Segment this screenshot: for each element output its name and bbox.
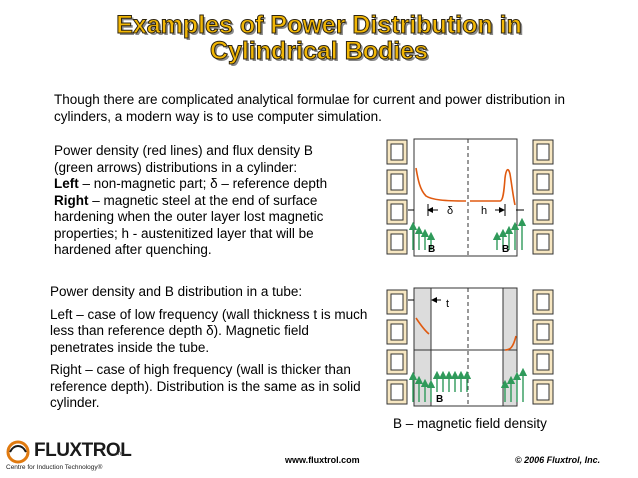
slide-title-line2: Cylindrical Bodies [209, 37, 429, 65]
power-curve-right [470, 168, 516, 206]
left-label: Left [54, 176, 79, 191]
logo-word: FLUXTROL [34, 440, 132, 461]
slide-title-line1: Examples of Power Distribution in [116, 11, 523, 39]
tube-left-case: Left – case of low frequency (wall thick… [50, 306, 368, 355]
tube-power-curve-left [415, 317, 430, 335]
slide-title: Examples of Power Distribution in Cylind… [40, 11, 598, 65]
cylinder-description: Power density (red lines) and flux densi… [54, 143, 354, 259]
flux-arrows-tube-left [408, 370, 472, 402]
tube-power-curve-right [504, 335, 517, 351]
t-label: t [446, 298, 449, 310]
flux-arrows-tube-right [500, 367, 528, 402]
cylinder-diagram: δ h B B [386, 138, 554, 257]
tube-b-label: B [436, 394, 443, 405]
tube-right-case: Right – case of high frequency (wall is … [50, 362, 361, 410]
coil-turns-left [386, 139, 408, 255]
figure-caption: B – magnetic field density [393, 416, 547, 431]
cylinder-intro: Power density (red lines) and flux densi… [54, 143, 313, 175]
coil-turns-right [532, 139, 554, 255]
delta-label: δ [447, 205, 453, 217]
tube-description: Power density and B distribution in a tu… [50, 284, 370, 418]
flux-arrows-top-left [408, 221, 436, 250]
right-text: – magnetic steel at the end of surface h… [54, 192, 324, 258]
tube-diagram: t B [386, 287, 554, 407]
left-text: – non-magnetic part; δ – reference depth [78, 176, 328, 191]
h-label: h [481, 205, 487, 217]
tube-coil-turns-left [386, 289, 408, 405]
intro-paragraph: Though there are complicated analytical … [54, 92, 566, 124]
logo-tagline: Centre for Induction Technology® [6, 464, 103, 471]
b-label-left: B [428, 244, 435, 255]
logo-inc: Inc. [116, 451, 126, 457]
tube-intro: Power density and B distribution in a tu… [50, 284, 303, 299]
fluxtrol-logo: FLUXTROL Inc. Centre for Induction Techn… [4, 440, 134, 474]
footer-copyright: © 2006 Fluxtrol, Inc. [515, 455, 601, 465]
tube-coil-turns-right [532, 289, 554, 405]
power-curve-left [415, 167, 467, 202]
right-label: Right [54, 192, 89, 208]
logo-mark-icon [6, 440, 30, 464]
flux-arrows-top-right [492, 217, 527, 250]
footer-url[interactable]: www.fluxtrol.com [285, 455, 360, 465]
b-label-right: B [502, 244, 509, 255]
